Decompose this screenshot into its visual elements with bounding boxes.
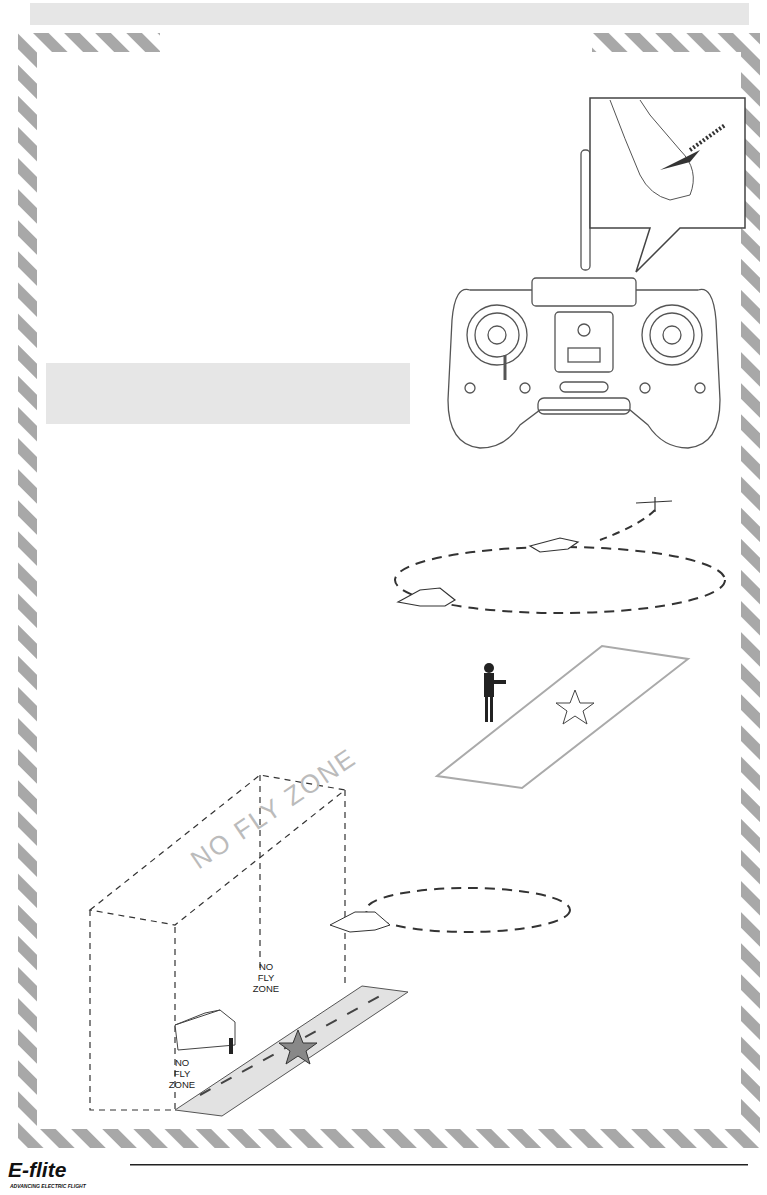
note-box	[46, 363, 410, 424]
zone-label: NO FLY ZONE	[166, 1058, 198, 1091]
no-fly-zone-scene	[90, 775, 570, 1116]
zone-label: NO FLY ZONE	[250, 962, 282, 995]
flying-area-scene	[395, 497, 725, 788]
hazard-border	[18, 33, 760, 1148]
trigger-callout	[590, 98, 745, 272]
brand-logo: E-flite	[8, 1158, 66, 1182]
brand-tagline: ADVANCING ELECTRIC FLIGHT	[10, 1183, 86, 1189]
header-bar	[30, 3, 749, 25]
